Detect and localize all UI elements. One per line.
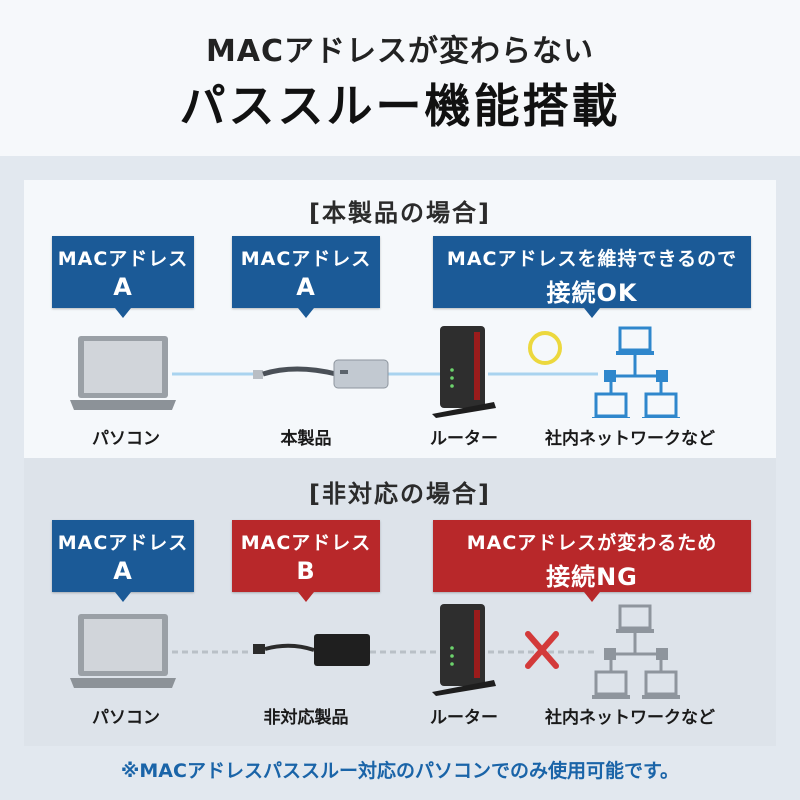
supported-adapter-label: 本製品 <box>280 429 332 449</box>
unsupported-diagram <box>70 604 680 699</box>
bubble-line2: A <box>113 273 133 301</box>
bubble-line1: MACアドレス <box>57 248 189 270</box>
network-icon <box>592 604 680 699</box>
unsupported-router-label: ルーター <box>430 708 498 728</box>
unsupported-network-label: 社内ネットワークなど <box>545 708 715 728</box>
unsupported-pc-label: パソコン <box>92 708 160 728</box>
bubble-tail <box>298 308 314 318</box>
supported-section-title: [本製品の場合] <box>309 199 491 227</box>
unsupported-connection-bubble: MACアドレスが変わるため 接続NG <box>433 520 751 592</box>
cross-ng-icon <box>525 631 559 669</box>
unsupported-adapter-mac-bubble: MACアドレス B <box>232 520 380 592</box>
bubble-tail <box>584 308 600 318</box>
bubble-line1: MACアドレス <box>240 532 372 554</box>
supported-adapter-mac-bubble: MACアドレス A <box>232 236 380 308</box>
bubble-line1: MACアドレスを維持できるので <box>446 248 738 270</box>
bubble-line2: 接続OK <box>546 279 638 307</box>
bubble-line2: A <box>296 273 316 301</box>
bubble-line2: A <box>113 557 133 585</box>
supported-panel <box>24 180 776 458</box>
bubble-tail <box>584 592 600 602</box>
supported-pc-mac-bubble: MACアドレス A <box>52 236 194 308</box>
supported-connection-bubble: MACアドレスを維持できるので 接続OK <box>433 236 751 308</box>
header-title: パススルー機能搭載 <box>179 79 621 133</box>
laptop-icon <box>70 614 176 688</box>
supported-router-label: ルーター <box>430 429 498 449</box>
supported-pc-label: パソコン <box>92 429 160 449</box>
router-icon <box>432 604 496 696</box>
unsupported-adapter-label: 非対応製品 <box>263 708 349 728</box>
laptop-icon <box>70 336 176 410</box>
bubble-tail <box>115 308 131 318</box>
header-band <box>0 0 800 156</box>
bubble-line1: MACアドレスが変わるため <box>466 532 718 554</box>
router-icon <box>432 326 496 418</box>
supported-network-label: 社内ネットワークなど <box>545 429 715 449</box>
bubble-tail <box>115 592 131 602</box>
footnote: ※MACアドレスパススルー対応のパソコンでのみ使用可能です。 <box>120 760 680 782</box>
bubble-line2: 接続NG <box>546 563 638 591</box>
network-icon <box>592 326 680 418</box>
header-subtitle: MACアドレスが変わらない <box>205 34 595 69</box>
circle-ok-icon <box>528 331 562 365</box>
unsupported-pc-mac-bubble: MACアドレス A <box>52 520 194 592</box>
bubble-line1: MACアドレス <box>57 532 189 554</box>
adapter-icon <box>253 359 389 389</box>
supported-diagram <box>70 326 680 418</box>
bubble-tail <box>298 592 314 602</box>
non-compatible-adapter-icon <box>253 634 370 666</box>
bubble-line1: MACアドレス <box>240 248 372 270</box>
unsupported-section-title: [非対応の場合] <box>309 480 491 508</box>
bubble-line2: B <box>296 557 316 585</box>
